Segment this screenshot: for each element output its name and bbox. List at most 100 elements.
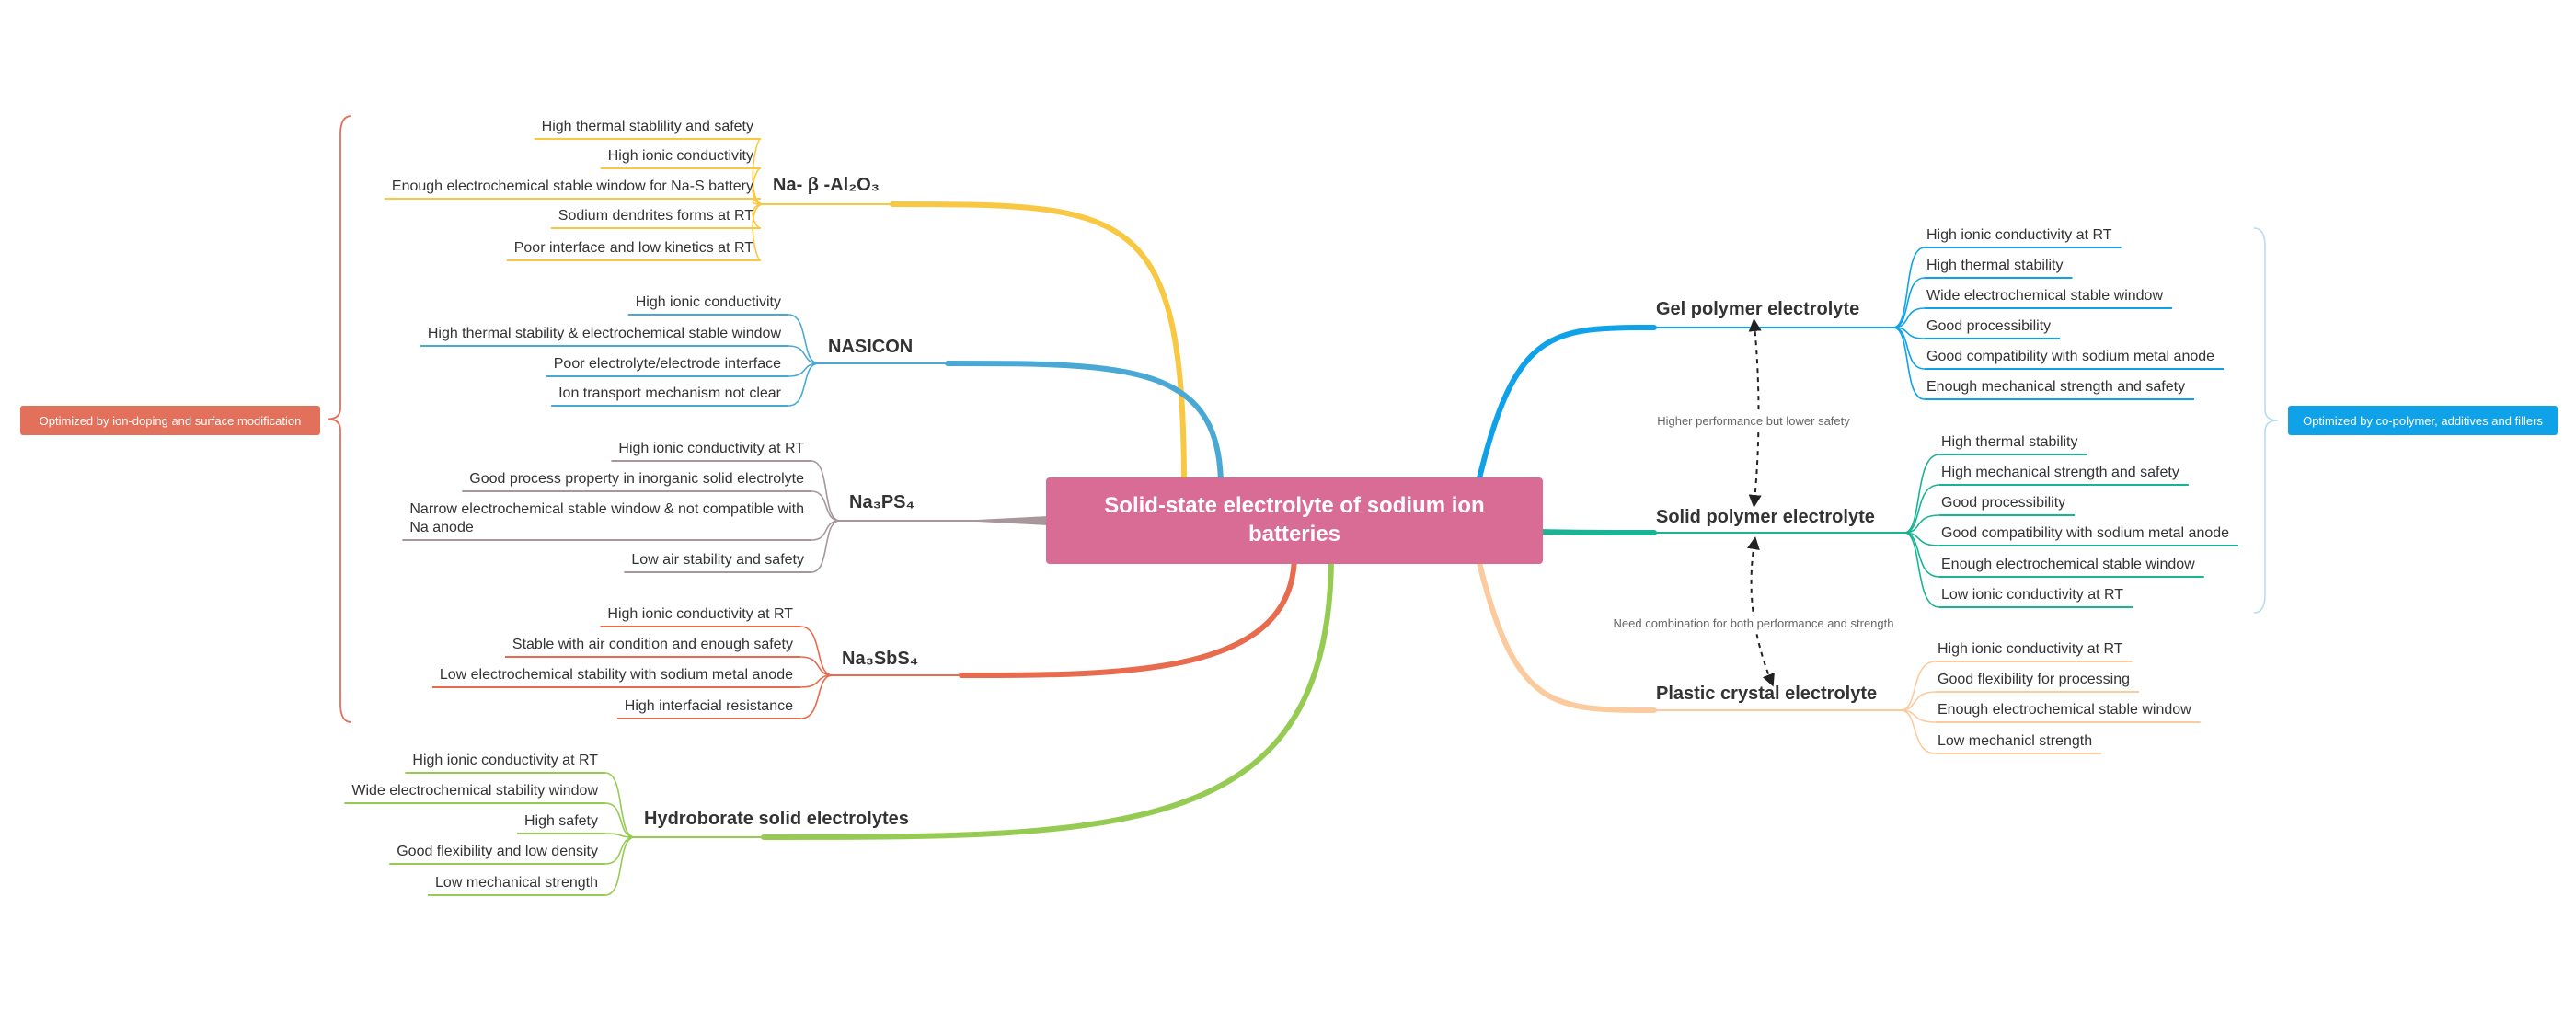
leaf-item[interactable]: High thermal stability: [1925, 258, 2073, 279]
leaf-item[interactable]: Enough electrochemical stable window: [1936, 702, 2201, 723]
leaf-item[interactable]: High thermal stability & electrochemical…: [420, 326, 788, 347]
summary-brace-right: [2253, 227, 2279, 614]
leaf-item[interactable]: High ionic conductivity: [627, 294, 788, 316]
leaf-item[interactable]: Good flexibility and low density: [389, 844, 605, 865]
branch-title: Gel polymer electrolyte: [1656, 299, 1859, 319]
branch-gel-polymer[interactable]: Gel polymer electrolyte High ionic conduc…: [1656, 227, 2225, 400]
relationship-label: Higher performance but lower safety: [1657, 414, 1850, 428]
leaf-connector: [752, 167, 765, 205]
leaf-label: Enough mechanical strength and safety: [1926, 379, 2185, 395]
summary-box: [20, 406, 320, 435]
leaf-label: Enough electrochemical stable window: [1941, 557, 2195, 572]
leaf-item[interactable]: Good compatibility with sodium metal ano…: [1939, 525, 2239, 546]
leaf-item[interactable]: Narrow electrochemical stable window & n…: [402, 501, 811, 541]
leaf-item[interactable]: Good processibility: [1925, 318, 2061, 339]
leaf-item[interactable]: Good process property in inorganic solid…: [462, 471, 811, 492]
leaf-item[interactable]: High ionic conductivity at RT: [611, 441, 811, 462]
leaf-connector: [788, 314, 820, 364]
branch-na3ps4[interactable]: Na₃PS₄ High ionic conductivity at RT Good …: [402, 441, 914, 573]
leaf-item[interactable]: Stable with air condition and enough saf…: [504, 637, 800, 658]
relationship-arrows: Higher performance but lower safetyNeed …: [1609, 318, 1898, 687]
branch-title: Na- β -Al₂O₃: [773, 175, 880, 195]
leaf-item[interactable]: Low electrochemical stability with sodiu…: [431, 667, 800, 688]
leaf-item[interactable]: Low mechanical strength: [428, 875, 605, 896]
leaf-connector: [811, 520, 841, 573]
leaf-label: High thermal stability: [1926, 258, 2064, 273]
central-topic[interactable]: Solid-state electrolyte of sodium ionbat…: [1046, 477, 1543, 564]
leaf-item[interactable]: High ionic conductivity at RT: [1925, 227, 2122, 248]
leaf-label: Good compatibility with sodium metal ano…: [1926, 349, 2214, 364]
branch-plastic-crystal[interactable]: Plastic crystal electrolyte High ionic co…: [1656, 641, 2201, 754]
leaf-label: Wide electrochemical stability window: [351, 783, 598, 799]
branch-connector: [945, 361, 1224, 489]
branch-connector: [959, 552, 1297, 678]
leaf-item[interactable]: Good flexibility for processing: [1936, 672, 2139, 693]
leaf-connector: [1903, 484, 1940, 534]
relationship-2[interactable]: Need combination for both performance an…: [1609, 536, 1898, 687]
leaf-connector: [788, 362, 820, 407]
leaf-item[interactable]: Sodium dendrites forms at RT: [550, 208, 761, 229]
leaf-item[interactable]: Low mechanicl strength: [1936, 733, 2102, 754]
branch-wedge: [960, 516, 1048, 525]
leaf-item[interactable]: Ion transport mechanism not clear: [551, 385, 788, 407]
leaf-connector: [752, 203, 765, 261]
relationship-arrow: [1746, 536, 1775, 687]
leaf-label: Low electrochemical stability with sodiu…: [440, 667, 793, 683]
leaf-item[interactable]: High ionic conductivity at RT: [600, 606, 800, 627]
leaf-item[interactable]: High safety: [516, 813, 605, 834]
leaf-connector: [799, 626, 834, 676]
leaf-item[interactable]: High ionic conductivity: [600, 148, 761, 169]
leaf-item[interactable]: Enough electrochemical stable window: [1939, 557, 2204, 578]
leaf-connector: [1900, 691, 1937, 711]
leaf-item[interactable]: High thermal stability: [1939, 434, 2087, 455]
leaf-item[interactable]: Wide electrochemical stability window: [344, 783, 605, 804]
leaf-label: Low air stability and safety: [631, 552, 804, 568]
branch-title: Hydroborate solid electrolytes: [644, 809, 909, 829]
branch-hydroborate[interactable]: Hydroborate solid electrolytes High ionic…: [344, 753, 909, 896]
leaf-label: High ionic conductivity: [608, 148, 753, 164]
leaf-item[interactable]: Enough mechanical strength and safety: [1925, 379, 2195, 400]
leaf-connector: [811, 460, 841, 522]
leaf-item[interactable]: Low air stability and safety: [624, 552, 811, 573]
relationship-1[interactable]: Higher performance but lower safety: [1653, 318, 1854, 508]
relationship-arrow: [1748, 318, 1762, 508]
leaf-item[interactable]: High mechanical strength and safety: [1939, 465, 2189, 486]
summary-topic-right[interactable]: Optimized by co-polymer, additives and f…: [2288, 406, 2558, 435]
leaf-connector: [604, 836, 636, 865]
summary-topic-left[interactable]: Optimized by ion-doping and surface modi…: [20, 406, 320, 435]
relationship-label-bg: [1609, 616, 1898, 632]
leaf-item[interactable]: High interfacial resistance: [616, 698, 800, 719]
leaf-label: Enough electrochemical stable window: [1938, 702, 2191, 718]
leaf-item[interactable]: High ionic conductivity at RT: [1936, 641, 2133, 662]
leaf-connector: [1892, 307, 1926, 328]
leaf-connector: [799, 674, 834, 719]
leaf-item[interactable]: Enough electrochemical stable window for…: [384, 178, 761, 200]
leaf-item[interactable]: Poor interface and low kinetics at RT: [506, 240, 761, 261]
leaf-connector: [799, 656, 834, 676]
leaf-item[interactable]: High ionic conductivity at RT: [405, 753, 605, 774]
leaf-item[interactable]: Low ionic conductivity at RT: [1939, 587, 2133, 608]
leaf-item[interactable]: Poor electrolyte/electrode interface: [546, 356, 788, 377]
branch-title: Na₃SbS₄: [842, 649, 918, 669]
summary-label: Optimized by co-polymer, additives and f…: [2303, 414, 2543, 428]
leaf-label: High ionic conductivity at RT: [412, 753, 598, 768]
leaf-item[interactable]: Good compatibility with sodium metal ano…: [1925, 349, 2225, 370]
leaf-label: High thermal stability & electrochemical…: [428, 326, 782, 341]
branch-na3sbs4[interactable]: Na₃SbS₄ High ionic conductivity at RT Stab…: [431, 606, 918, 719]
leaf-item[interactable]: Good processibility: [1939, 495, 2076, 516]
leaf-connector: [811, 520, 841, 541]
leaf-label: High ionic conductivity at RT: [1926, 227, 2112, 243]
branch-connector: [890, 201, 1187, 489]
branch-na-beta-alumina[interactable]: Na- β -Al₂O₃ High thermal stablility and …: [384, 119, 880, 261]
leaf-label: High interfacial resistance: [625, 698, 793, 714]
branch-title: Plastic crystal electrolyte: [1656, 684, 1877, 704]
branch-title: Na₃PS₄: [849, 492, 914, 512]
leaf-item[interactable]: High thermal stablility and safety: [534, 119, 761, 140]
leaf-item[interactable]: Wide electrochemical stable window: [1925, 288, 2172, 309]
leaf-label: Ion transport mechanism not clear: [558, 385, 782, 401]
leaf-connector: [1903, 514, 1940, 534]
leaf-connector: [1903, 454, 1940, 534]
leaf-label: Good processibility: [1926, 318, 2051, 334]
